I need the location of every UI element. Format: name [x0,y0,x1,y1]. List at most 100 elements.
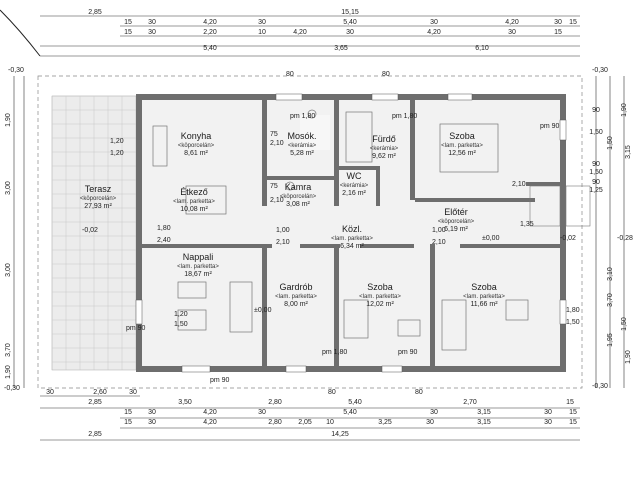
room-material: <köporcelán> [438,219,475,225]
room-area: 12,56 m² [448,150,476,157]
room-area: 3,08 m² [286,201,310,208]
room-area: 27,93 m² [84,203,112,210]
annotation-label: pm 1,80 [322,349,347,356]
level-label: -0,30 [4,385,20,392]
dimension-label: 15 [569,19,577,26]
room-name: Szoba [367,282,393,292]
dimension-label: 30 [544,419,552,426]
room-name: Közl. [342,224,362,234]
room-area: 5,28 m² [290,150,314,157]
dimension-label: 15 [554,29,562,36]
room-name: Gardrób [279,282,312,292]
dimension-label: 10 [326,419,334,426]
dimension-label: 1,90 [5,365,12,379]
dimension-label: 3,70 [5,343,12,357]
dimension-label: 30 [258,409,266,416]
top-dimensions [40,15,580,57]
dimension-label: 15 [124,409,132,416]
annotation-label: pm 90 [398,349,418,356]
room-material: <lam. parketta> [331,236,373,242]
annotation-label: 2,10 [276,239,290,246]
inner-walls [142,100,560,366]
annotation-label: 2,10 [270,140,284,147]
windows [135,93,567,373]
dimension-label: 4,20 [505,19,519,26]
dimension-label: 30 [544,409,552,416]
dimension-label: 1,90 [5,113,12,127]
annotation-label: 1,50 [174,321,188,328]
dimension-label: 30 [430,19,438,26]
dimension-label: 1,90 [621,103,628,117]
room-name: Fürdő [372,134,396,144]
dimension-label: 5,40 [343,409,357,416]
dimension-label: 90 [592,107,600,114]
annotation-label: 1,80 [157,225,171,232]
room-name: Mosók. [287,131,316,141]
dimension-label: 15 [124,419,132,426]
dimension-label: 3,25 [378,419,392,426]
furniture [152,109,529,351]
bottom-dimensions [40,395,580,441]
level-label: -0,30 [8,67,24,74]
annotation-label: pm 1,80 [392,113,417,120]
outer-walls [136,94,566,372]
room-name: Kamra [285,182,312,192]
room-area: 8,00 m² [284,301,308,308]
room-name: WC [347,171,362,181]
dimension-label: 1,25 [589,187,603,194]
room-name: Konyha [181,131,212,141]
dimension-label: 15 [124,19,132,26]
dimension-label: 2,05 [298,419,312,426]
annotation-label: pm 90 [210,377,230,384]
room-material: <lam. parketta> [173,199,215,205]
dimension-label: 90 [592,161,600,168]
room-material: <lam. parketta> [441,143,483,149]
room-material: <lam. parketta> [275,294,317,300]
annotation-label: 1,80 [566,307,580,314]
room-material: <kerámia> [340,183,369,189]
dimension-label: 6,10 [475,45,489,52]
dimension-label: 4,20 [203,419,217,426]
entrance [529,185,591,227]
dimension-label: 30 [46,389,54,396]
terrace-tiles [51,95,137,371]
annotation-label: 2,10 [512,181,526,188]
annotation-label: 80 [382,71,390,78]
annotation-label: ±0,00 [254,307,272,314]
annotation-label: pm 1,80 [290,113,315,120]
annotation-label: 1,20 [110,138,124,145]
dimension-label: 4,20 [203,19,217,26]
dimension-label: 2,85 [88,431,102,438]
room-material: <köporcelán> [280,194,317,200]
dimension-label: 4,20 [427,29,441,36]
dimension-label: 30 [508,29,516,36]
site-boundary [37,75,583,389]
annotation-label: ±0,00 [482,235,500,242]
room-area: 6,19 m² [444,226,468,233]
dimension-label: 30 [346,29,354,36]
annotation-label: -0,02 [560,235,576,242]
dimension-label: 30 [430,409,438,416]
dimension-label: 15 [566,399,574,406]
room-material: <kerámia> [288,143,317,149]
dimension-label: 2,60 [93,389,107,396]
dimension-label: 30 [554,19,562,26]
annotation-label: pm 90 [126,325,146,332]
dimension-label: 30 [258,19,266,26]
room-material: <köporcelán> [178,143,215,149]
annotation-label: 2,10 [270,197,284,204]
dimension-label: 2,85 [88,399,102,406]
annotation-label: 1,00 [432,227,446,234]
annotation-label: 2,10 [432,239,446,246]
dimension-label: 10 [258,29,266,36]
room-material: <lam. parketta> [177,264,219,270]
dimension-label: 3,15 [477,419,491,426]
room-name: Étkező [180,187,208,197]
room-area: 8,61 m² [184,150,208,157]
north-arrow-arc [0,9,41,57]
dimension-label: 3,65 [334,45,348,52]
side-dimensions [13,76,625,388]
room-material: <köporcelán> [80,196,117,202]
dimension-label: 5,40 [343,19,357,26]
